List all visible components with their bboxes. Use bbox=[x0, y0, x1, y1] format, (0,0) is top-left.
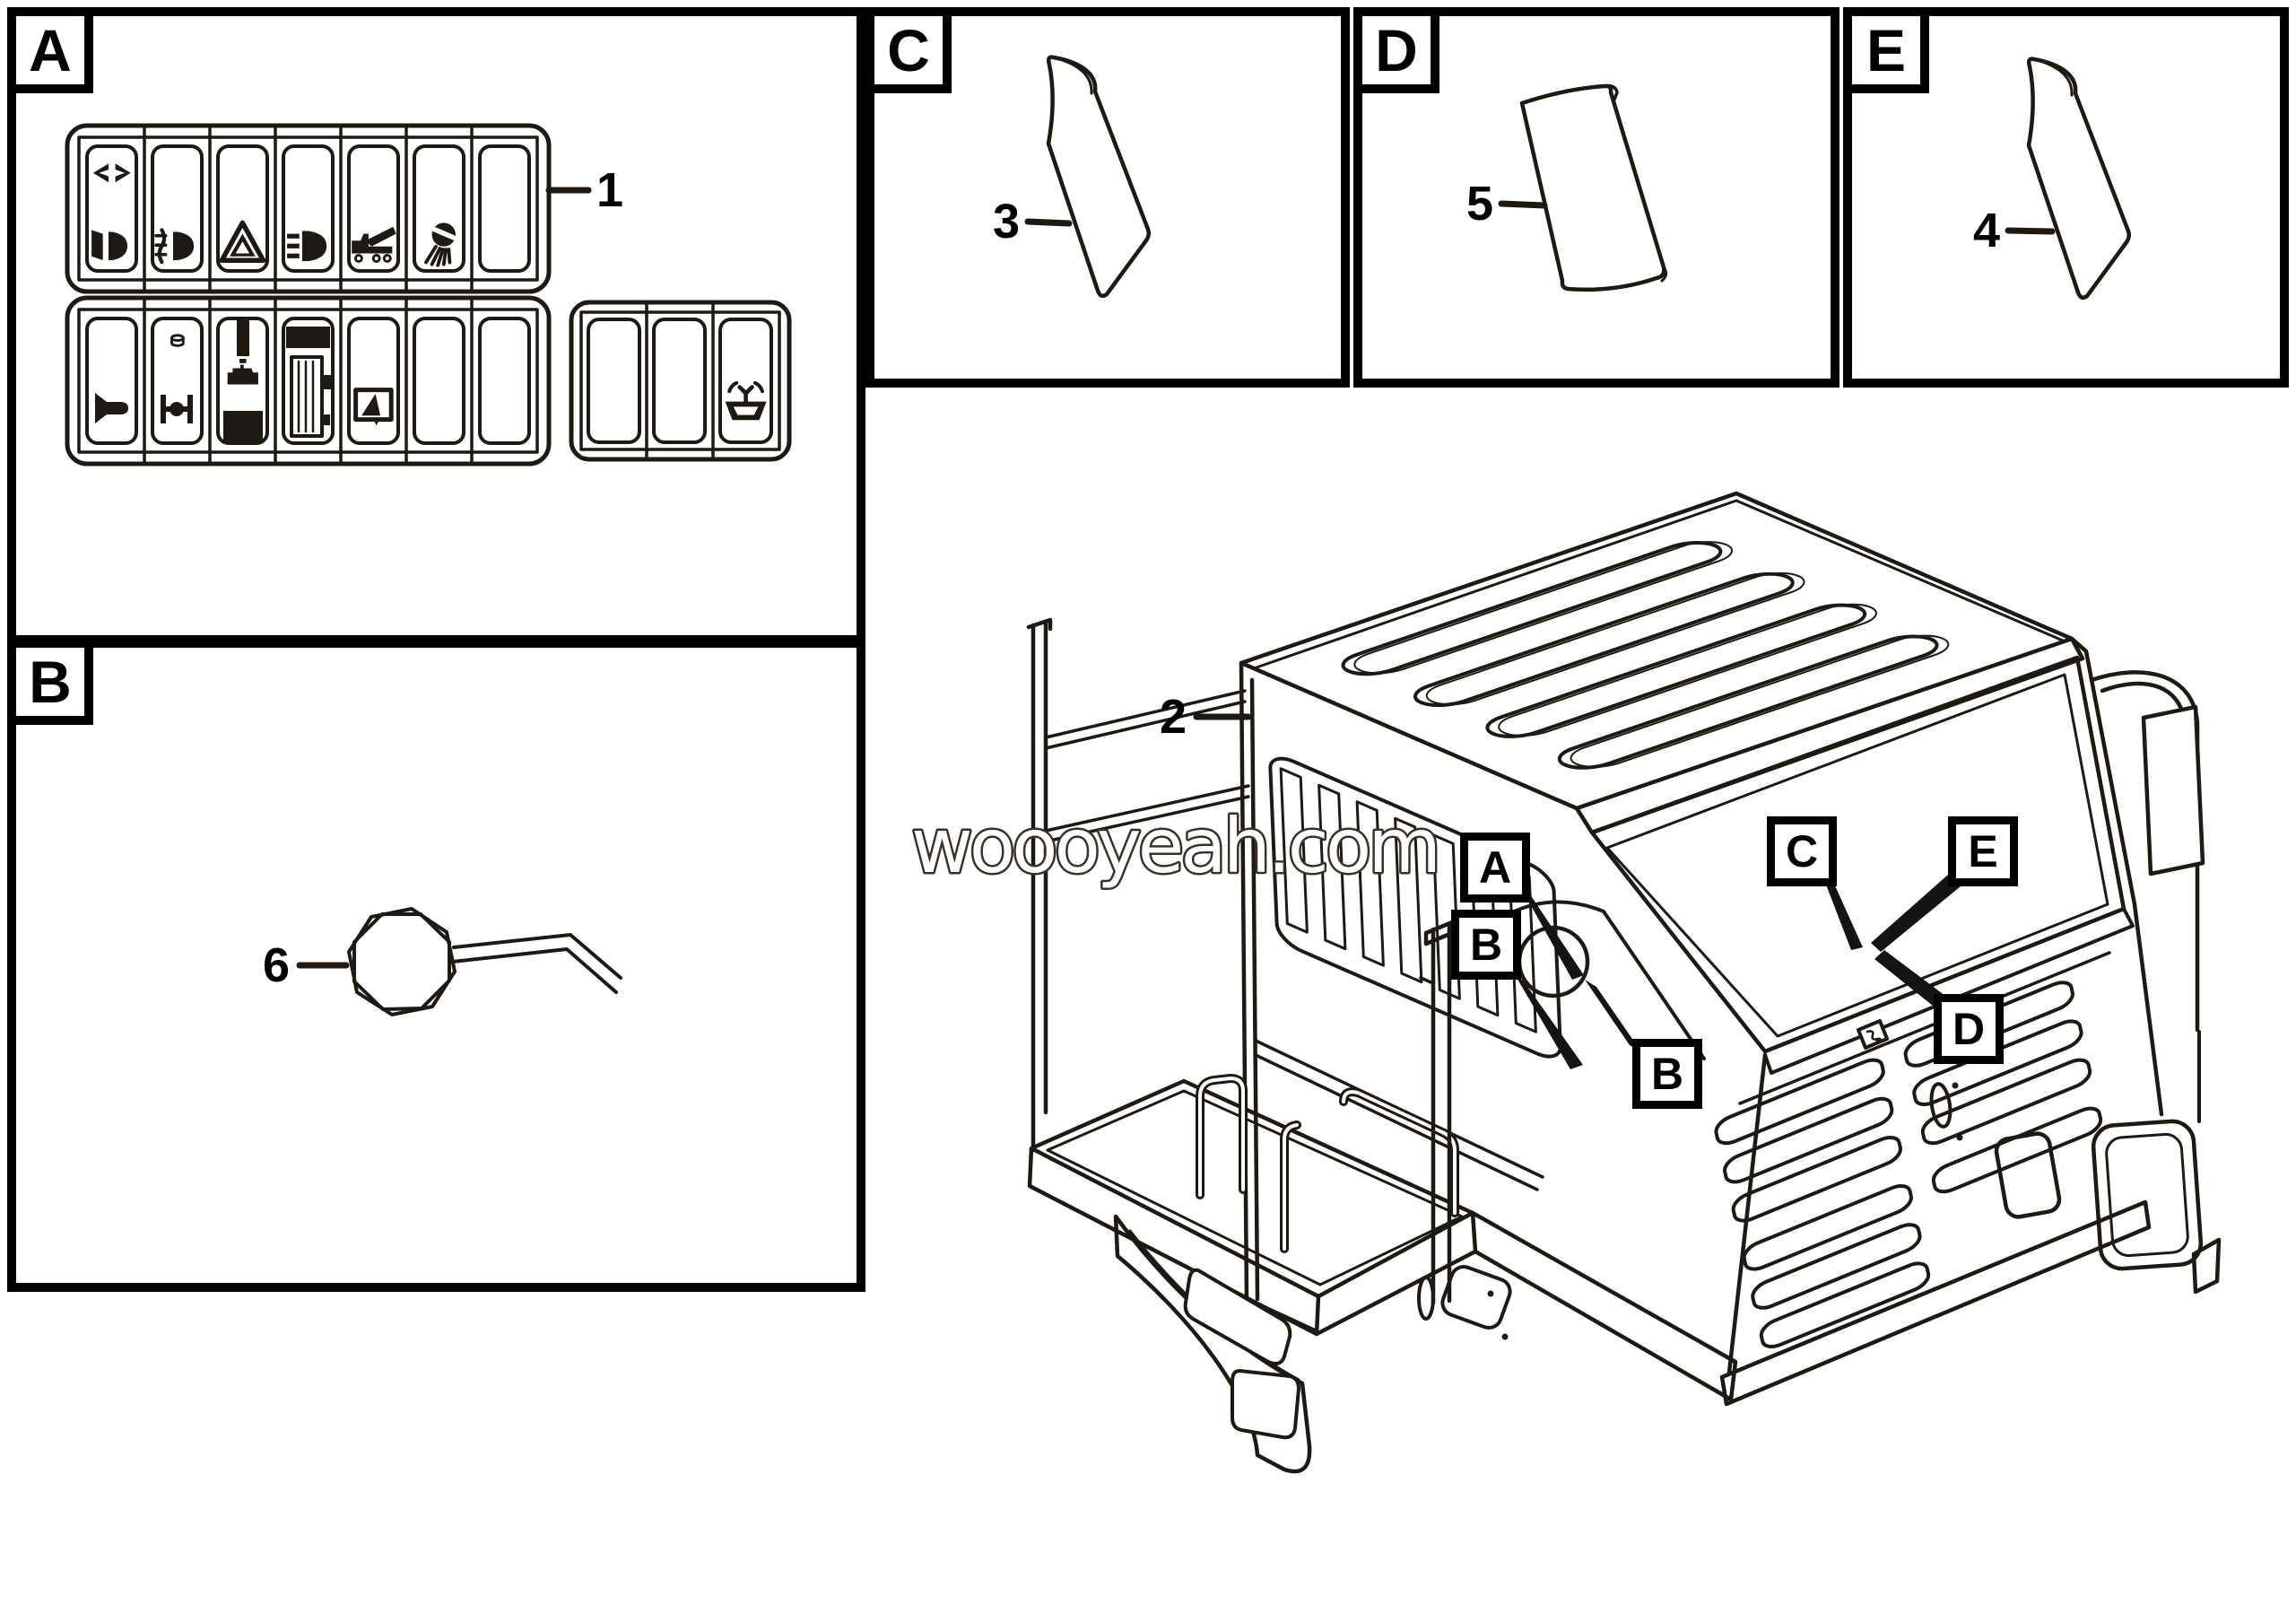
work-light-icon bbox=[424, 222, 457, 267]
panel-d-letter: D bbox=[1375, 17, 1418, 83]
panel-b-letter: B bbox=[29, 649, 72, 715]
callout-b-lower: B bbox=[1632, 1039, 1702, 1109]
switch-panel-row2 bbox=[65, 295, 552, 467]
watermark-text: woooyeah.com bbox=[911, 802, 1438, 890]
part-label-1: 1 bbox=[596, 163, 624, 217]
hazard-warning-icon bbox=[219, 220, 266, 263]
position-lights-icon bbox=[92, 163, 131, 183]
decal-4 bbox=[2026, 57, 2131, 301]
part-label-3: 3 bbox=[992, 195, 1021, 249]
tipper-body-icon bbox=[352, 226, 396, 263]
deck-handrails-highlight bbox=[1198, 1077, 1457, 1251]
rear-window-guard bbox=[1270, 751, 1561, 1064]
part-label-5: 5 bbox=[1465, 177, 1494, 231]
panel-d-label: D bbox=[1353, 7, 1439, 93]
callout-c-letter: C bbox=[1785, 826, 1819, 876]
panel-a-letter: A bbox=[29, 17, 72, 83]
differential-lock-icon bbox=[161, 334, 193, 423]
leader-part-5 bbox=[1498, 200, 1548, 209]
part-label-2: 2 bbox=[1159, 690, 1187, 744]
roof-ribs bbox=[1331, 536, 1961, 774]
switch-panel-row1 bbox=[65, 123, 552, 294]
panel-b-frame bbox=[7, 639, 865, 1292]
part-label-6: 6 bbox=[262, 938, 291, 992]
engine-brake-icon bbox=[223, 320, 263, 441]
callout-e: E bbox=[1948, 816, 2018, 886]
decal-3 bbox=[1046, 55, 1151, 299]
heater-icon bbox=[286, 327, 333, 438]
low-beam-icon bbox=[91, 230, 127, 260]
truck-cab-drawing bbox=[1029, 493, 2219, 1471]
panel-c-letter: C bbox=[887, 17, 930, 83]
callout-a-letter: A bbox=[1478, 842, 1512, 893]
panel-e-label: E bbox=[1843, 7, 1929, 93]
callout-d: D bbox=[1934, 994, 2004, 1064]
callout-a: A bbox=[1460, 833, 1530, 903]
panel-a-label: A bbox=[7, 7, 93, 93]
callout-b-upper: B bbox=[1451, 910, 1521, 980]
callout-c: C bbox=[1767, 816, 1837, 886]
switch-panel-small bbox=[569, 300, 792, 462]
callout-b-lower-letter: B bbox=[1650, 1049, 1684, 1099]
panel-d-frame bbox=[1353, 7, 1839, 388]
cab-tilt-icon bbox=[353, 388, 394, 426]
panel-a-frame bbox=[7, 7, 865, 644]
leader-part-3 bbox=[1024, 218, 1073, 227]
horn-icon bbox=[95, 393, 128, 423]
callout-leaders bbox=[1513, 873, 1961, 1069]
windscreen-washer-icon bbox=[725, 380, 767, 421]
decal-5 bbox=[1519, 83, 1668, 292]
front-fog-light-icon bbox=[154, 228, 195, 265]
panel-e-letter: E bbox=[1866, 17, 1907, 83]
callout-e-letter: E bbox=[1968, 826, 1998, 876]
octagonal-grommet bbox=[347, 907, 622, 1016]
main-beam-icon bbox=[287, 231, 327, 262]
panel-b-label: B bbox=[7, 639, 93, 725]
panel-c-frame bbox=[865, 7, 1350, 388]
callout-b-upper-letter: B bbox=[1469, 920, 1503, 970]
panel-c-label: C bbox=[865, 7, 952, 93]
panel-e-frame bbox=[1843, 7, 2289, 388]
callout-d-letter: D bbox=[1952, 1004, 1986, 1054]
part-label-4: 4 bbox=[1972, 204, 2001, 257]
